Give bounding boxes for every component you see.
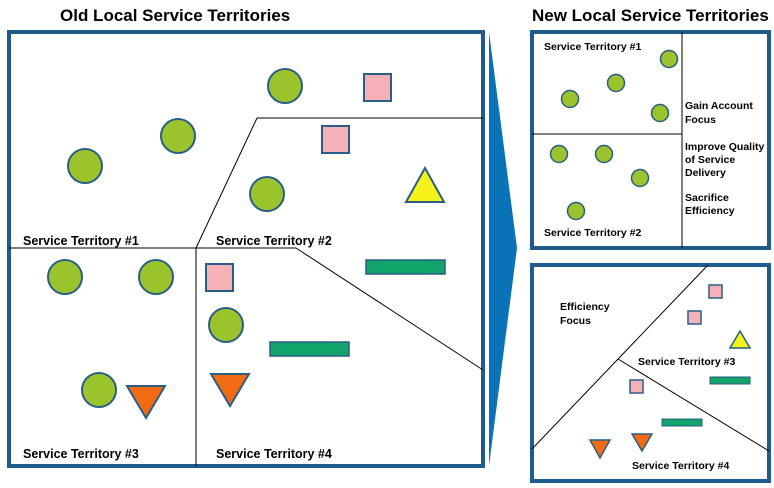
account-circle xyxy=(160,118,196,154)
account-circle xyxy=(67,148,103,184)
territory-label-3: Service Territory #3 xyxy=(638,356,735,368)
note-line: Gain Account xyxy=(685,100,753,112)
note-line: Improve Quality xyxy=(685,141,765,153)
new-bottom-panel: Efficiency Focus Service Territory #3 Se… xyxy=(530,263,771,483)
divider-slope xyxy=(617,358,770,452)
account-circle xyxy=(81,372,117,408)
account-circle xyxy=(630,168,650,188)
efficiency-focus-label: Efficiency xyxy=(560,301,610,313)
efficiency-focus-label: Focus xyxy=(560,315,591,327)
account-circle xyxy=(659,49,679,69)
account-bar xyxy=(709,376,751,385)
account-square xyxy=(321,125,350,154)
account-triangle-down xyxy=(630,433,654,453)
account-square xyxy=(363,73,392,102)
territory-label-4: Service Territory #4 xyxy=(632,460,729,472)
old-territories-title: Old Local Service Territories xyxy=(60,6,290,25)
account-circle xyxy=(549,144,569,164)
note-line: Sacrifice xyxy=(685,192,729,204)
note-line: of Service xyxy=(685,154,735,166)
account-circle xyxy=(249,176,285,212)
account-square xyxy=(205,263,234,292)
account-triangle-up xyxy=(728,329,752,349)
territory-label-1: Service Territory #1 xyxy=(23,234,139,248)
new-top-panel: Service Territory #1 Service Territory #… xyxy=(530,30,771,250)
account-square xyxy=(629,379,644,394)
territory-label-2: Service Territory #2 xyxy=(544,227,641,239)
account-circle xyxy=(138,259,174,295)
account-circle xyxy=(560,89,580,109)
account-triangle-down xyxy=(125,385,167,420)
old-panel-frame xyxy=(7,30,485,468)
account-circle xyxy=(208,307,244,343)
divider-diagonal xyxy=(195,117,258,249)
divider-diagonal xyxy=(531,264,709,450)
account-square xyxy=(687,310,702,325)
account-circle xyxy=(650,103,670,123)
account-bar xyxy=(269,341,350,357)
new-territories-title: New Local Service Territories xyxy=(532,6,769,25)
territory-label-1: Service Territory #1 xyxy=(544,41,641,53)
note-line: Delivery xyxy=(685,167,726,179)
account-circle xyxy=(267,68,303,104)
territory-label-4: Service Territory #4 xyxy=(216,447,332,461)
account-circle xyxy=(566,201,586,221)
account-bar xyxy=(661,418,703,427)
account-bar xyxy=(365,259,446,275)
account-circle xyxy=(47,259,83,295)
territory-label-3: Service Territory #3 xyxy=(23,447,139,461)
new-bottom-panel-frame xyxy=(530,263,771,483)
account-triangle-down xyxy=(588,439,612,460)
note-line: Efficiency xyxy=(685,205,735,217)
account-circle xyxy=(606,73,626,93)
account-triangle-down xyxy=(209,373,251,408)
note-line: Focus xyxy=(685,114,716,126)
account-circle xyxy=(594,144,614,164)
account-triangle-up xyxy=(404,165,446,203)
divider-slope xyxy=(295,247,484,371)
account-square xyxy=(708,284,723,299)
old-territories-panel: Service Territory #1 Service Territory #… xyxy=(7,30,485,468)
transition-arrow xyxy=(489,32,517,466)
territory-label-2: Service Territory #2 xyxy=(216,234,332,248)
